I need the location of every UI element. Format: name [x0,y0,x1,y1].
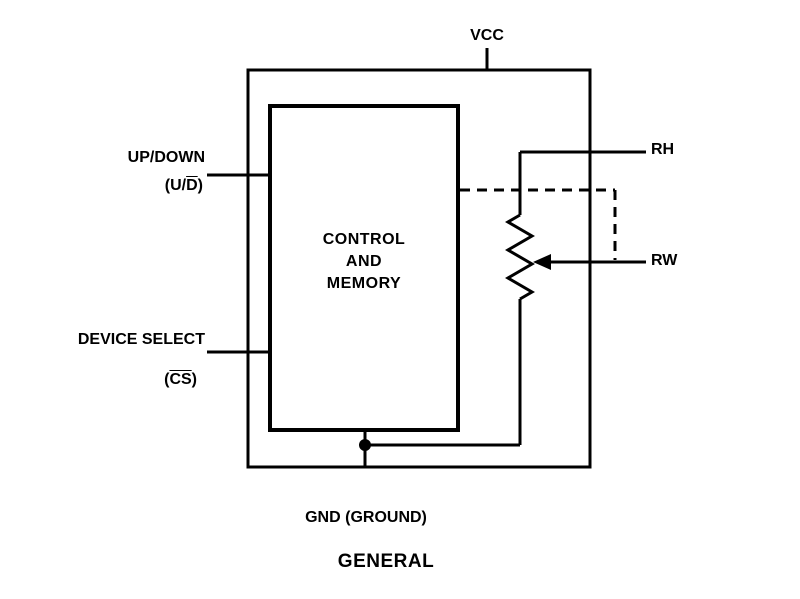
diagram-title: GENERAL [337,551,435,572]
ud-prefix: (U/ [164,177,187,194]
up-down-symbol-label: (U/D) [55,177,203,195]
ud-overline: D [186,177,198,194]
rh-pin-label: RH [651,141,675,158]
device-select-pin-label: DEVICE SELECT [77,331,205,348]
cs-overline: CS [169,371,192,388]
block-line-1: CONTROL [322,231,406,248]
cs-symbol-label: (CS) [25,371,197,389]
block-line-3: MEMORY [326,275,402,292]
vcc-label: VCC [470,27,504,44]
cs-prefix: ( [164,371,170,388]
control-memory-block-label: CONTROL AND MEMORY [272,229,456,295]
rw-pin-label: RW [651,252,678,269]
resistor-symbol [505,213,535,301]
up-down-pin-label: UP/DOWN [127,149,205,166]
gnd-junction-dot [359,439,371,451]
chip-outline [246,68,592,469]
wiper-arrow-icon [533,254,551,270]
block-line-2: AND [345,253,383,270]
ud-suffix: ) [197,177,203,194]
gnd-label: GND (GROUND) [305,509,427,526]
cs-suffix: ) [191,371,197,388]
